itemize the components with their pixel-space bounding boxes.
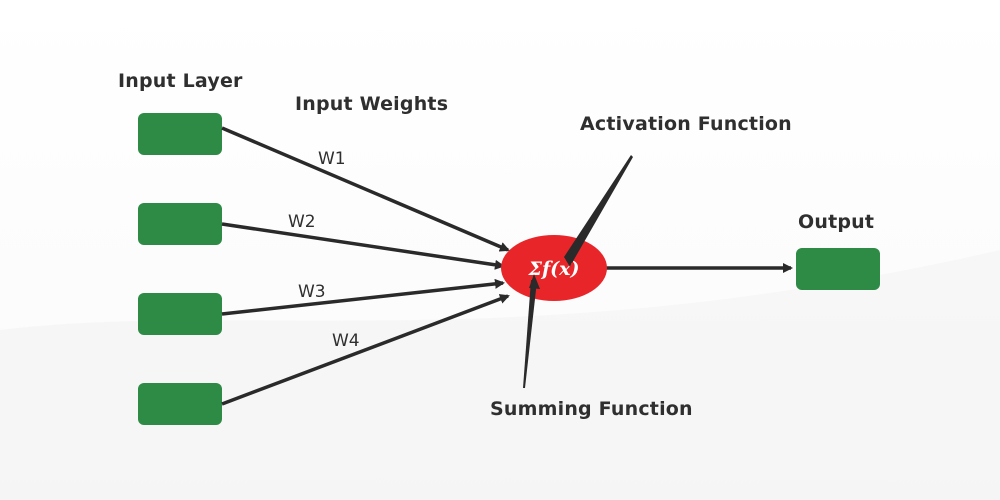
input-layer-label: Input Layer — [118, 70, 243, 92]
summing-pointer — [523, 280, 537, 388]
output-node — [796, 248, 880, 290]
connection-w1 — [221, 126, 510, 252]
activation-pointer — [564, 155, 633, 263]
input-node-2 — [138, 203, 222, 245]
summing-pointer-head — [529, 274, 540, 289]
weight-label-w3: W3 — [298, 282, 326, 302]
neuron — [501, 235, 607, 301]
input-node-4 — [138, 383, 222, 425]
input-node-3 — [138, 293, 222, 335]
neuron-formula: Σf(x) — [528, 258, 580, 280]
connection-w3 — [221, 278, 505, 316]
activation-pointer-head — [564, 252, 575, 267]
input-weights-label: Input Weights — [295, 93, 449, 115]
input-node-1 — [138, 113, 222, 155]
connection-w4 — [221, 294, 510, 406]
connection-w2 — [221, 222, 505, 270]
output-label: Output — [798, 211, 875, 233]
summing-function-label: Summing Function — [490, 398, 693, 420]
weight-label-w1: W1 — [318, 149, 346, 169]
weight-label-w4: W4 — [332, 331, 360, 351]
activation-function-label: Activation Function — [580, 113, 792, 135]
weight-label-w2: W2 — [288, 212, 316, 232]
